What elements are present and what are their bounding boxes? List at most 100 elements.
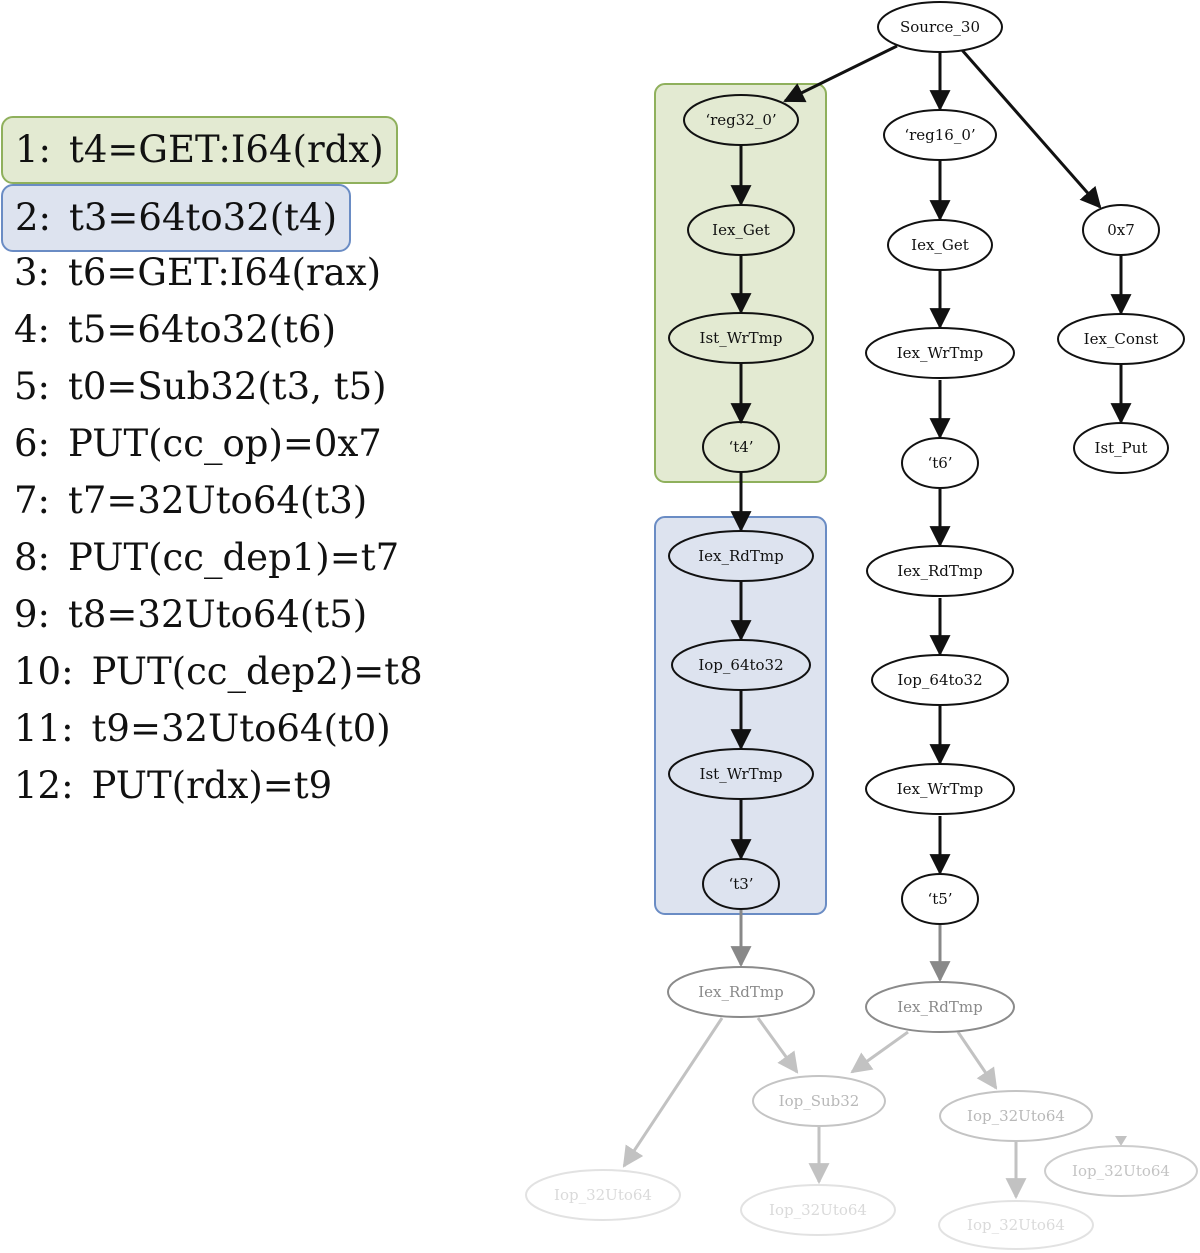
line-text: PUT(rdx)=t9 bbox=[91, 764, 333, 807]
node-iop-64to32-2: Iop_64to32 bbox=[871, 654, 1009, 706]
node-t3: ‘t3’ bbox=[702, 858, 780, 910]
line-number: 5: bbox=[14, 365, 51, 408]
code-line-12: 12: PUT(rdx)=t9 bbox=[14, 757, 332, 815]
edge bbox=[756, 1017, 799, 1074]
node-iop-sub32: Iop_Sub32 bbox=[752, 1075, 886, 1127]
line-number: 3: bbox=[14, 251, 51, 294]
edge bbox=[783, 44, 898, 103]
line-text: t9=32Uto64(t0) bbox=[91, 707, 391, 750]
line-number: 11: bbox=[14, 707, 74, 750]
code-line-6: 6: PUT(cc_op)=0x7 bbox=[14, 415, 382, 473]
line-number: 8: bbox=[14, 536, 51, 579]
code-line-1: 1: t4=GET:I64(rdx) bbox=[1, 116, 398, 184]
node-label: ‘t3’ bbox=[728, 875, 753, 893]
node-label: Source_30 bbox=[900, 18, 980, 36]
line-text: PUT(cc_dep2)=t8 bbox=[91, 650, 423, 693]
line-number: 12: bbox=[14, 764, 74, 807]
node-reg16: ‘reg16_0’ bbox=[883, 109, 997, 161]
node-label: Iop_32Uto64 bbox=[554, 1186, 652, 1204]
node-wrtmp-1: Ist_WrTmp bbox=[668, 312, 814, 364]
edge bbox=[960, 49, 1102, 209]
node-iop-32uto64-d: Iop_32Uto64 bbox=[938, 1200, 1094, 1250]
code-line-11: 11: t9=32Uto64(t0) bbox=[14, 700, 391, 758]
node-label: Iex_Get bbox=[911, 236, 969, 254]
edge bbox=[956, 1031, 998, 1090]
code-line-8: 8: PUT(cc_dep1)=t7 bbox=[14, 529, 399, 587]
node-label: Iop_32Uto64 bbox=[769, 1201, 867, 1219]
node-label: Ist_WrTmp bbox=[700, 765, 783, 783]
edge-group-medium bbox=[730, 910, 951, 983]
code-line-10: 10:PUT(cc_dep2)=t8 bbox=[14, 643, 423, 701]
node-label: 0x7 bbox=[1107, 221, 1135, 239]
edge-group-strong bbox=[730, 44, 1132, 876]
node-label: Iex_RdTmp bbox=[698, 983, 784, 1001]
node-ist-put: Ist_Put bbox=[1073, 422, 1169, 474]
line-text: PUT(cc_op)=0x7 bbox=[68, 422, 382, 465]
line-text: t6=GET:I64(rax) bbox=[68, 251, 381, 294]
node-iexget-2: Iex_Get bbox=[887, 219, 993, 271]
node-label: Iex_Const bbox=[1084, 330, 1159, 348]
node-iexget-1: Iex_Get bbox=[687, 204, 795, 256]
line-text: t3=64to32(t4) bbox=[69, 196, 338, 239]
node-t5: ‘t5’ bbox=[901, 873, 979, 925]
node-hex-0x7: 0x7 bbox=[1082, 204, 1160, 256]
ir-code-listing: 1: t4=GET:I64(rdx) 2: t3=64to32(t4) 3: t6=G… bbox=[0, 0, 423, 820]
node-label: ‘t4’ bbox=[728, 438, 753, 456]
node-t6: ‘t6’ bbox=[901, 437, 979, 489]
node-label: Iop_Sub32 bbox=[779, 1092, 860, 1110]
node-iop-32uto64-c: Iop_32Uto64 bbox=[939, 1090, 1093, 1142]
node-label: ‘t5’ bbox=[927, 890, 952, 908]
node-label: Iop_32Uto64 bbox=[967, 1216, 1065, 1234]
node-label: Iex_Get bbox=[712, 221, 770, 239]
edge bbox=[850, 1030, 909, 1074]
line-number: 6: bbox=[14, 422, 51, 465]
node-wrtmp-3: Iex_WrTmp bbox=[865, 327, 1015, 379]
node-iop-32uto64-e: Iop_32Uto64 bbox=[1044, 1145, 1198, 1197]
code-line-2: 2: t3=64to32(t4) bbox=[1, 184, 352, 252]
code-line-9: 9: t8=32Uto64(t5) bbox=[14, 586, 367, 644]
node-reg32: ‘reg32_0’ bbox=[683, 94, 799, 146]
line-text: t8=32Uto64(t5) bbox=[68, 593, 368, 636]
line-text: PUT(cc_dep1)=t7 bbox=[68, 536, 400, 579]
node-label: ‘t6’ bbox=[927, 454, 952, 472]
node-source: Source_30 bbox=[877, 1, 1003, 53]
node-label: Iop_64to32 bbox=[698, 656, 783, 674]
line-number: 9: bbox=[14, 593, 51, 636]
node-wrtmp-4: Iex_WrTmp bbox=[865, 763, 1015, 815]
node-rdtmp-1: Iex_RdTmp bbox=[668, 530, 814, 582]
line-text: t5=64to32(t6) bbox=[68, 308, 337, 351]
line-text: t7=32Uto64(t3) bbox=[68, 479, 368, 522]
edge-group-faded bbox=[622, 1017, 1027, 1200]
line-number: 2: bbox=[15, 196, 52, 239]
line-text: t0=Sub32(t3, t5) bbox=[68, 365, 387, 408]
node-label: Iex_WrTmp bbox=[897, 344, 984, 362]
node-wrtmp-2: Ist_WrTmp bbox=[668, 748, 814, 800]
line-number: 4: bbox=[14, 308, 51, 351]
edge bbox=[622, 1017, 724, 1168]
node-iop-64to32-1: Iop_64to32 bbox=[671, 639, 811, 691]
code-line-7: 7: t7=32Uto64(t3) bbox=[14, 472, 367, 530]
node-label: Iop_64to32 bbox=[897, 671, 982, 689]
node-rdtmp-2: Iex_RdTmp bbox=[667, 966, 815, 1018]
node-rdtmp-4: Iex_RdTmp bbox=[865, 981, 1015, 1033]
code-line-4: 4: t5=64to32(t6) bbox=[14, 301, 336, 359]
line-number: 7: bbox=[14, 479, 51, 522]
node-label: Iex_RdTmp bbox=[897, 998, 983, 1016]
code-line-3: 3: t6=GET:I64(rax) bbox=[14, 244, 381, 302]
line-number: 1: bbox=[15, 128, 52, 171]
node-label: Iex_WrTmp bbox=[897, 780, 984, 798]
node-label: Iop_32Uto64 bbox=[1072, 1162, 1170, 1180]
edge-put-arrowhead bbox=[1115, 1136, 1127, 1146]
node-iop-32uto64-b: Iop_32Uto64 bbox=[740, 1184, 896, 1236]
node-label: ‘reg16_0’ bbox=[904, 126, 975, 144]
node-iex-const: Iex_Const bbox=[1057, 313, 1185, 365]
line-text: t4=GET:I64(rdx) bbox=[69, 128, 384, 171]
code-line-5: 5: t0=Sub32(t3, t5) bbox=[14, 358, 387, 416]
node-label: Ist_Put bbox=[1095, 439, 1148, 457]
node-label: Ist_WrTmp bbox=[700, 329, 783, 347]
node-t4: ‘t4’ bbox=[702, 421, 780, 473]
node-label: Iex_RdTmp bbox=[698, 547, 784, 565]
node-label: Iex_RdTmp bbox=[897, 562, 983, 580]
node-label: Iop_32Uto64 bbox=[967, 1107, 1065, 1125]
